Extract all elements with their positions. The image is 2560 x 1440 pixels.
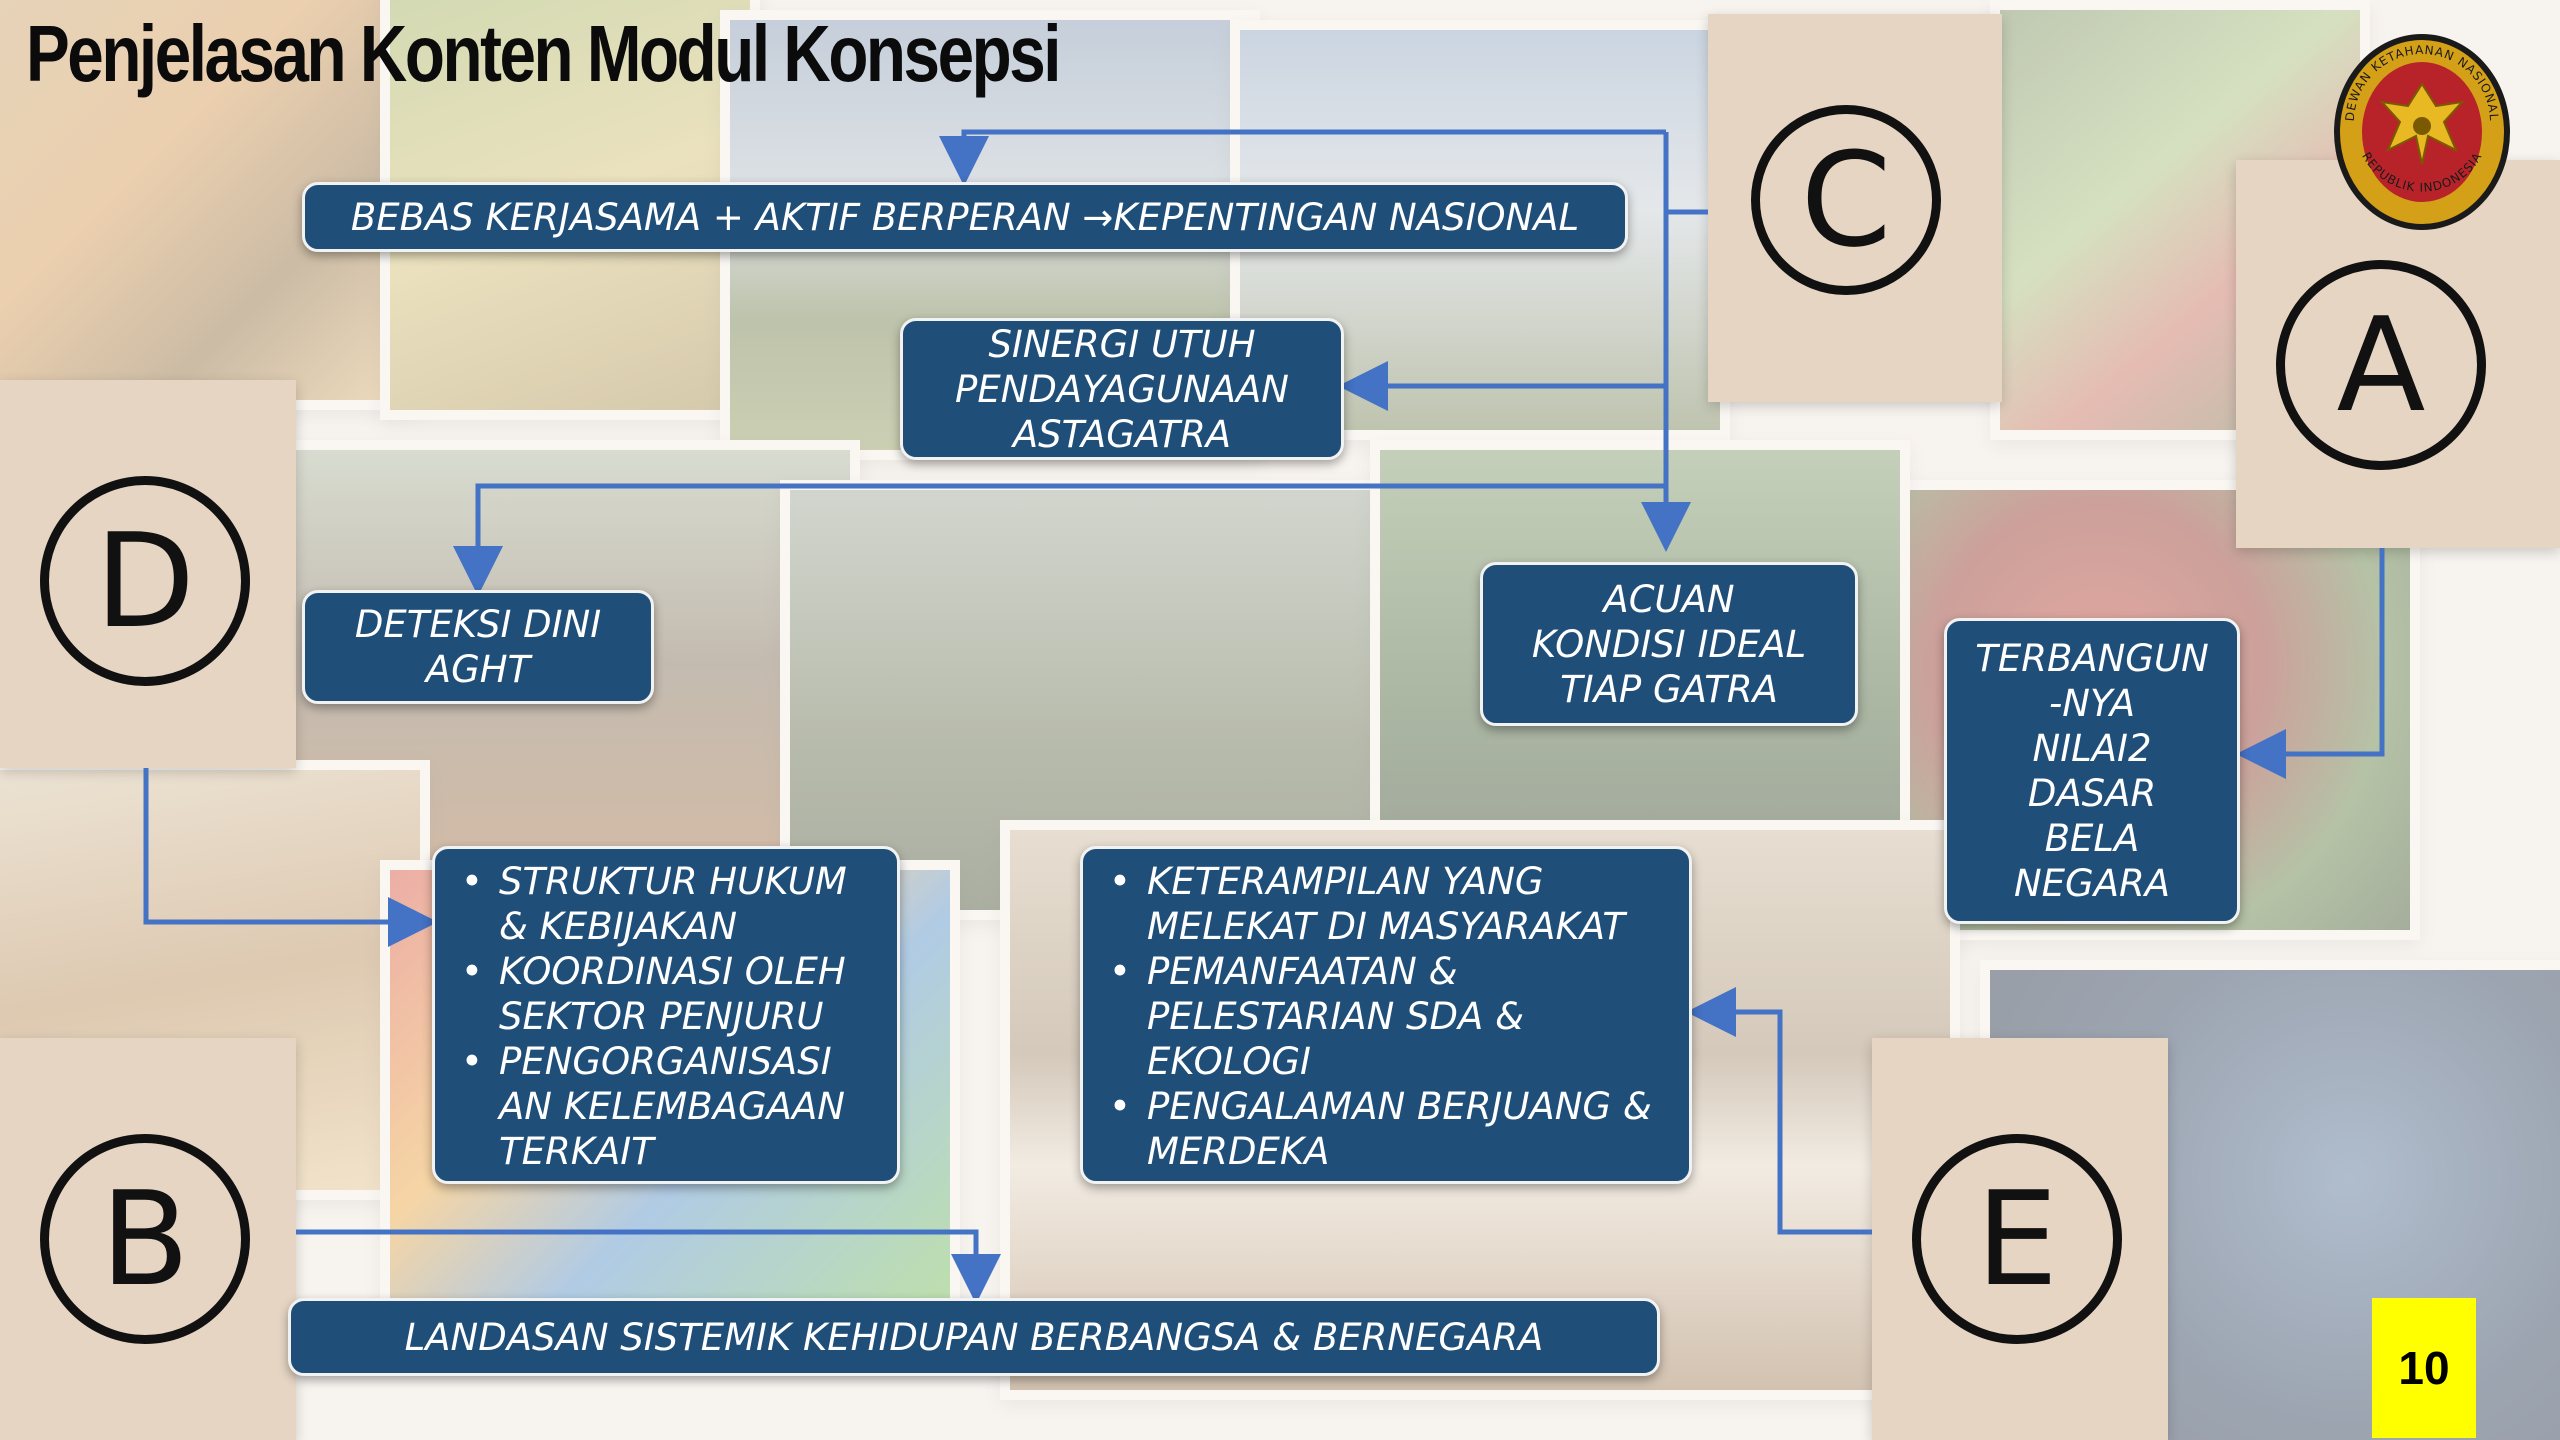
panel-c: C: [1708, 14, 2002, 402]
sinergi-text: SINERGI UTUH PENDAYAGUNAAN ASTAGATRA: [955, 322, 1289, 456]
deteksi-text: DETEKSI DINI AGHT: [354, 603, 602, 691]
letter-d-circle: D: [40, 476, 250, 686]
box-struktur: STRUKTUR HUKUM & KEBIJAKAN KOORDINASI OL…: [432, 846, 900, 1184]
list-item: PEMANFAATAN & PELESTARIAN SDA & EKOLOGI: [1097, 949, 1652, 1084]
list-item: KOORDINASI OLEH SEKTOR PENJURU: [449, 949, 847, 1039]
keterampilan-list: KETERAMPILAN YANG MELEKAT DI MASYARAKAT …: [1097, 859, 1652, 1174]
bebas-kerjasama-text: BEBAS KERJASAMA + AKTIF BERPERAN →KEPENT…: [350, 195, 1580, 239]
letter-e-circle: E: [1912, 1134, 2122, 1344]
panel-d: D: [0, 380, 296, 768]
box-sinergi: SINERGI UTUH PENDAYAGUNAAN ASTAGATRA: [900, 318, 1344, 460]
letter-a-circle: A: [2276, 260, 2486, 470]
list-item: PENGORGANISASI AN KELEMBAGAAN TERKAIT: [449, 1039, 847, 1174]
struktur-list: STRUKTUR HUKUM & KEBIJAKAN KOORDINASI OL…: [449, 859, 847, 1174]
landasan-text: LANDASAN SISTEMIK KEHIDUPAN BERBANGSA & …: [404, 1315, 1544, 1359]
box-terbangun: TERBANGUN -NYA NILAI2 DASAR BELA NEGARA: [1944, 618, 2240, 924]
list-item: KETERAMPILAN YANG MELEKAT DI MASYARAKAT: [1097, 859, 1652, 949]
panel-b: B: [0, 1038, 296, 1440]
page-number: 10: [2372, 1298, 2476, 1438]
box-keterampilan: KETERAMPILAN YANG MELEKAT DI MASYARAKAT …: [1080, 846, 1692, 1184]
terbangun-text: TERBANGUN -NYA NILAI2 DASAR BELA NEGARA: [1975, 637, 2209, 905]
panel-e: E: [1872, 1038, 2168, 1440]
letter-b-circle: B: [40, 1134, 250, 1344]
box-acuan: ACUAN KONDISI IDEAL TIAP GATRA: [1480, 562, 1858, 726]
box-landasan: LANDASAN SISTEMIK KEHIDUPAN BERBANGSA & …: [288, 1298, 1660, 1376]
list-item: STRUKTUR HUKUM & KEBIJAKAN: [449, 859, 847, 949]
list-item: PENGALAMAN BERJUANG & MERDEKA: [1097, 1084, 1652, 1174]
box-bebas-kerjasama: BEBAS KERJASAMA + AKTIF BERPERAN →KEPENT…: [302, 182, 1628, 252]
acuan-text: ACUAN KONDISI IDEAL TIAP GATRA: [1531, 577, 1807, 711]
box-deteksi: DETEKSI DINI AGHT: [302, 590, 654, 704]
wantannas-emblem-logo: DEWAN KETAHANAN NASIONAL REPUBLIK INDONE…: [2334, 34, 2510, 230]
slide-title: Penjelasan Konten Modul Konsepsi: [26, 9, 1061, 98]
letter-c-circle: C: [1751, 105, 1941, 295]
